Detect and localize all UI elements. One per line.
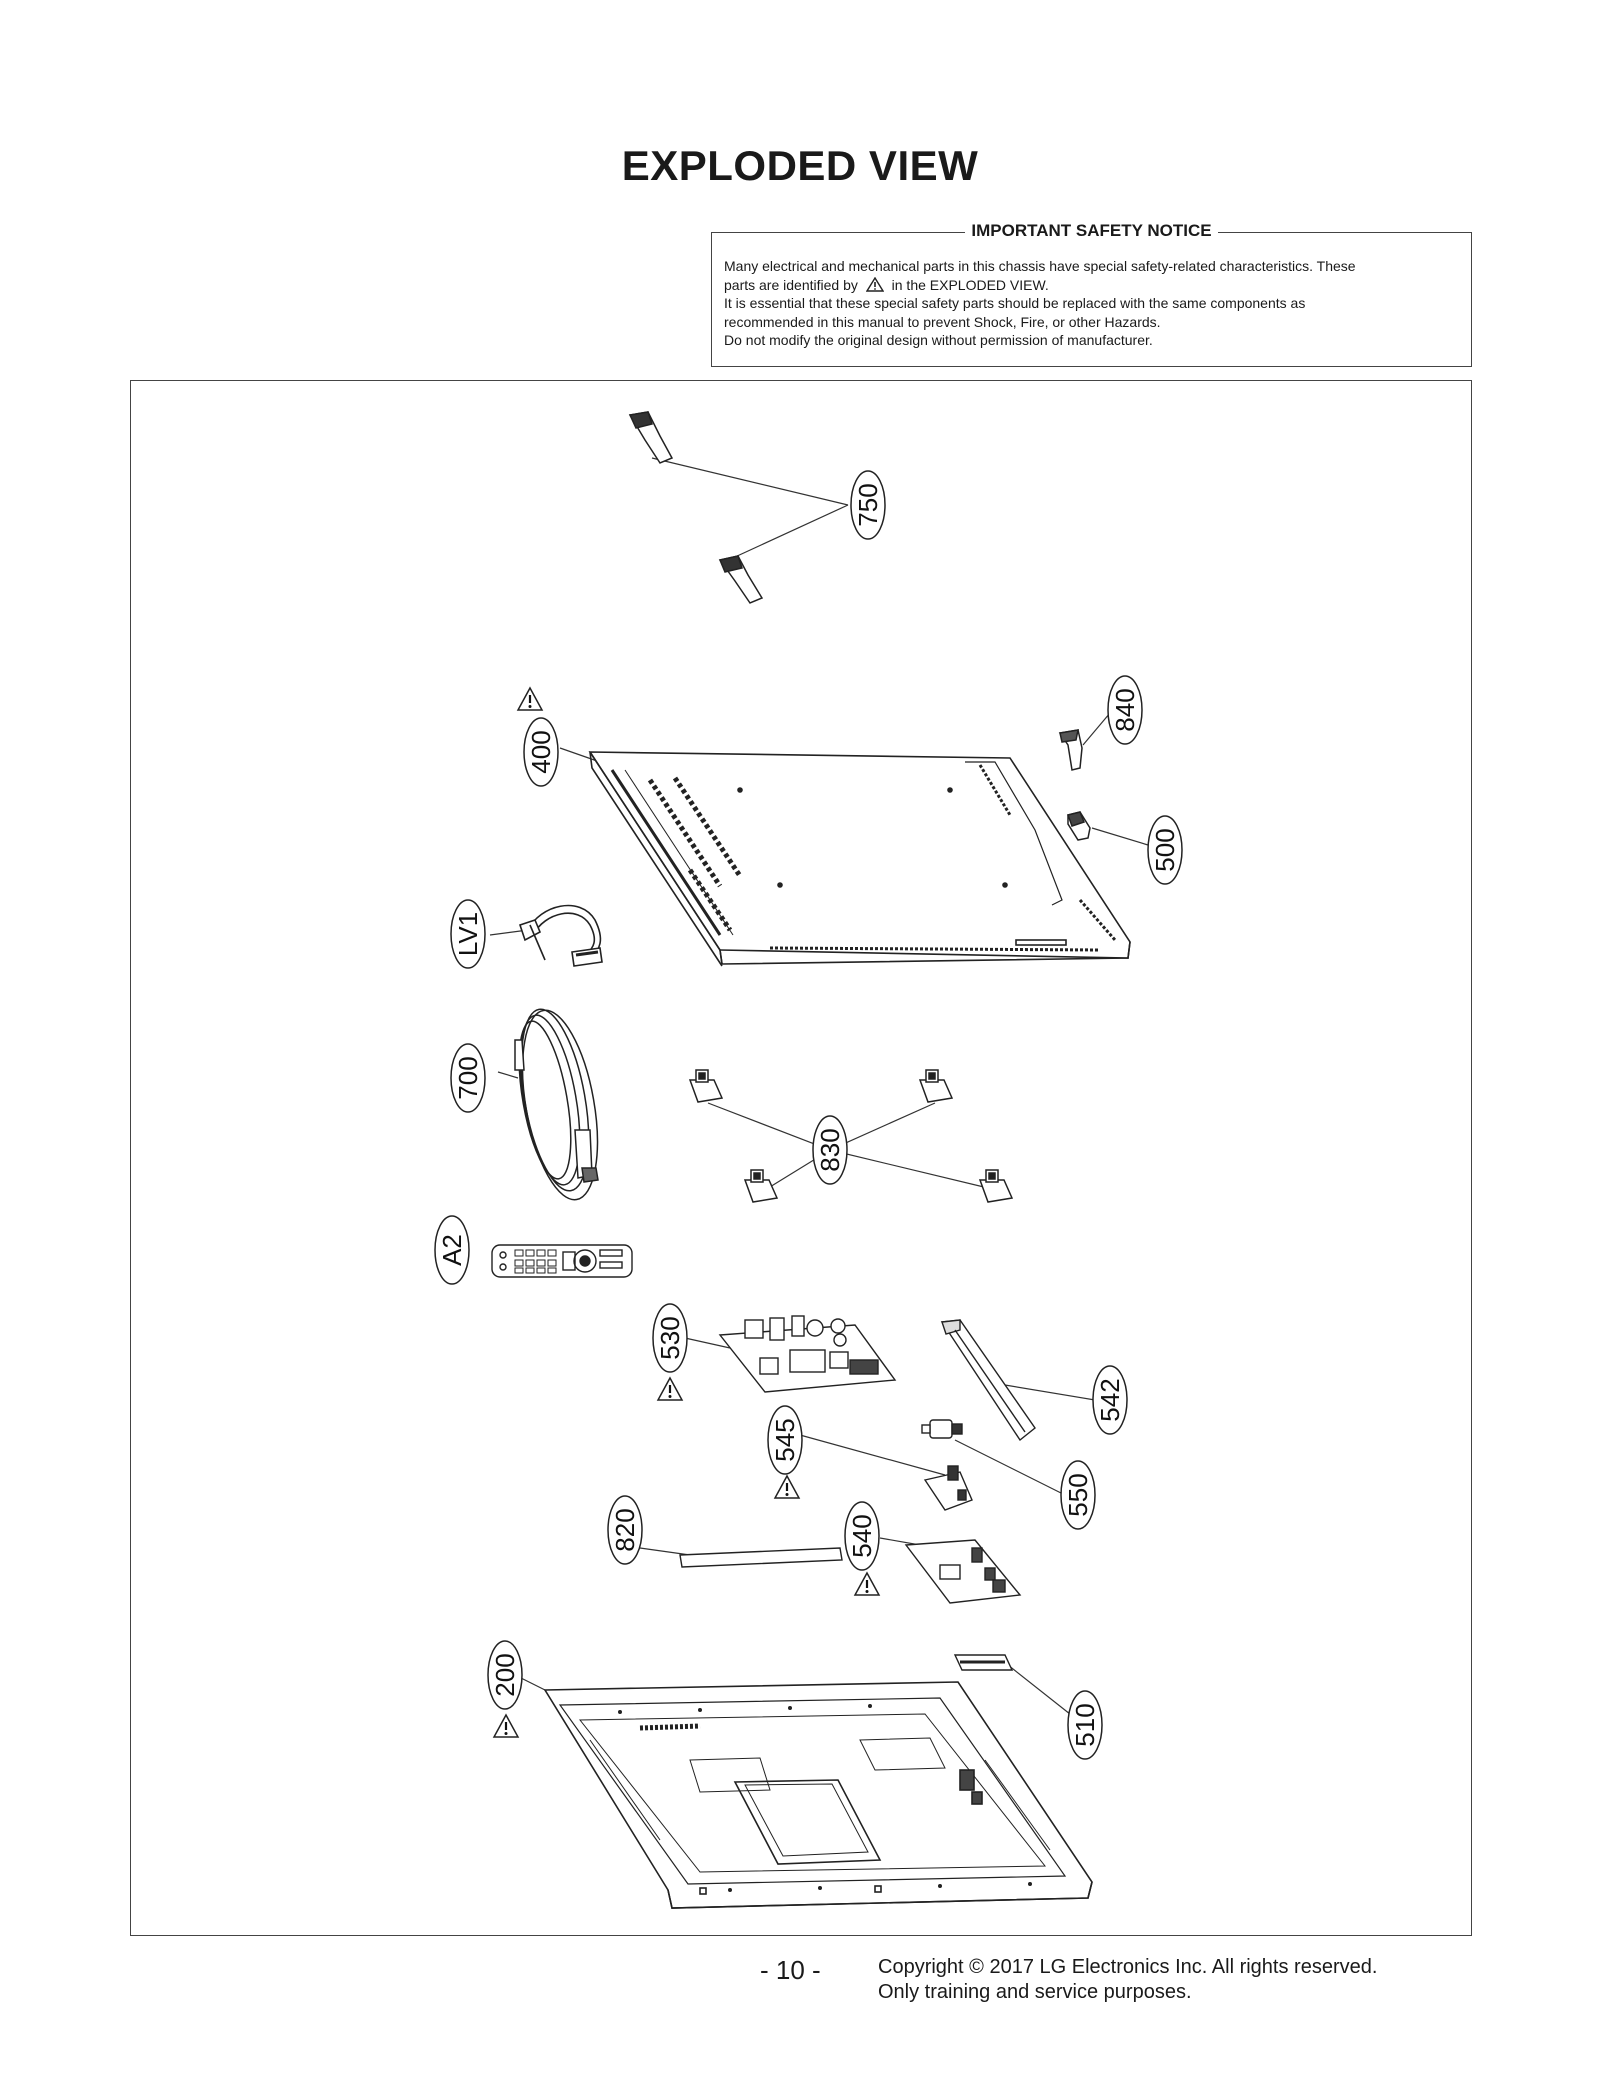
callout-500: 500 xyxy=(1147,815,1183,885)
part-500 xyxy=(1067,811,1091,841)
notice-line-2: parts are identified by in the EXPLODED … xyxy=(724,276,1049,293)
notice-line-4: recommended in this manual to prevent Sh… xyxy=(724,313,1161,330)
callout-530: 530 xyxy=(652,1303,688,1373)
callout-510: 510 xyxy=(1067,1690,1103,1760)
callout-830: 830 xyxy=(812,1115,848,1185)
flat-cable-750 xyxy=(628,411,764,604)
main-board-540 xyxy=(904,1539,1022,1604)
page-title: EXPLODED VIEW xyxy=(621,142,979,189)
notice-line-5: Do not modify the original design withou… xyxy=(724,332,1153,348)
callout-750: 750 xyxy=(850,470,886,540)
warning-triangle-icon xyxy=(656,1376,684,1402)
svg-text:LV1: LV1 xyxy=(453,912,483,956)
svg-text:200: 200 xyxy=(490,1653,520,1696)
warning-triangle-icon xyxy=(865,276,885,292)
callout-lv1: LV1 xyxy=(450,899,486,969)
svg-text:400: 400 xyxy=(526,730,556,773)
bracket-542 xyxy=(940,1319,1036,1442)
notice-line-1: Many electrical and mechanical parts in … xyxy=(724,258,1356,274)
warning-triangle-icon xyxy=(492,1713,520,1739)
callout-200: 200 xyxy=(487,1640,523,1710)
copyright-line-2: Only training and service purposes. xyxy=(878,1981,1192,2003)
callout-545: 545 xyxy=(767,1405,803,1475)
notice-line-3: It is essential that these special safet… xyxy=(724,295,1306,311)
svg-text:750: 750 xyxy=(853,483,883,526)
safety-notice-text: Many electrical and mechanical parts in … xyxy=(724,257,1459,350)
svg-text:540: 540 xyxy=(847,1514,877,1557)
svg-text:545: 545 xyxy=(770,1418,800,1461)
callout-820: 820 xyxy=(607,1495,643,1565)
svg-text:830: 830 xyxy=(815,1128,845,1171)
part-550 xyxy=(921,1419,963,1439)
callout-a2: A2 xyxy=(434,1215,470,1285)
bracket-840 xyxy=(1058,729,1083,771)
power-cord-700 xyxy=(514,1008,599,1201)
safety-notice-heading: IMPORTANT SAFETY NOTICE xyxy=(965,221,1218,240)
exploded-view-frame xyxy=(130,380,1472,1936)
callout-700: 700 xyxy=(450,1043,486,1113)
callout-550: 550 xyxy=(1060,1460,1096,1530)
callout-542: 542 xyxy=(1092,1365,1128,1435)
svg-text:700: 700 xyxy=(453,1056,483,1099)
part-510 xyxy=(953,1654,1014,1671)
svg-text:542: 542 xyxy=(1095,1378,1125,1421)
svg-text:530: 530 xyxy=(655,1316,685,1359)
remote-control-a2 xyxy=(491,1244,633,1278)
label-sheet-820 xyxy=(679,1547,843,1568)
svg-text:820: 820 xyxy=(610,1508,640,1551)
leader-lines xyxy=(489,457,1149,1719)
svg-text:A2: A2 xyxy=(437,1234,467,1266)
board-545 xyxy=(923,1465,973,1511)
callout-540: 540 xyxy=(844,1501,880,1571)
stand-feet-830 xyxy=(688,1069,1014,1203)
svg-text:510: 510 xyxy=(1070,1703,1100,1746)
callout-840: 840 xyxy=(1107,675,1143,745)
copyright-notice: Copyright © 2017 LG Electronics Inc. All… xyxy=(878,1955,1377,2005)
warning-triangle-icon xyxy=(853,1571,881,1597)
copyright-line-1: Copyright © 2017 LG Electronics Inc. All… xyxy=(878,1956,1378,1978)
warning-triangle-icon xyxy=(773,1474,801,1500)
callout-400: 400 xyxy=(523,717,559,787)
safety-notice-box: IMPORTANT SAFETY NOTICE Many electrical … xyxy=(711,221,1472,367)
front-cabinet-200 xyxy=(543,1681,1093,1909)
power-board-530 xyxy=(718,1315,897,1393)
lvds-cable-lv1 xyxy=(518,904,603,967)
svg-text:550: 550 xyxy=(1063,1473,1093,1516)
warning-triangle-icon xyxy=(516,686,544,712)
svg-text:500: 500 xyxy=(1150,828,1180,871)
back-cover-400 xyxy=(588,751,1131,967)
svg-text:840: 840 xyxy=(1110,688,1140,731)
page-number: - 10 - xyxy=(760,1955,821,1985)
